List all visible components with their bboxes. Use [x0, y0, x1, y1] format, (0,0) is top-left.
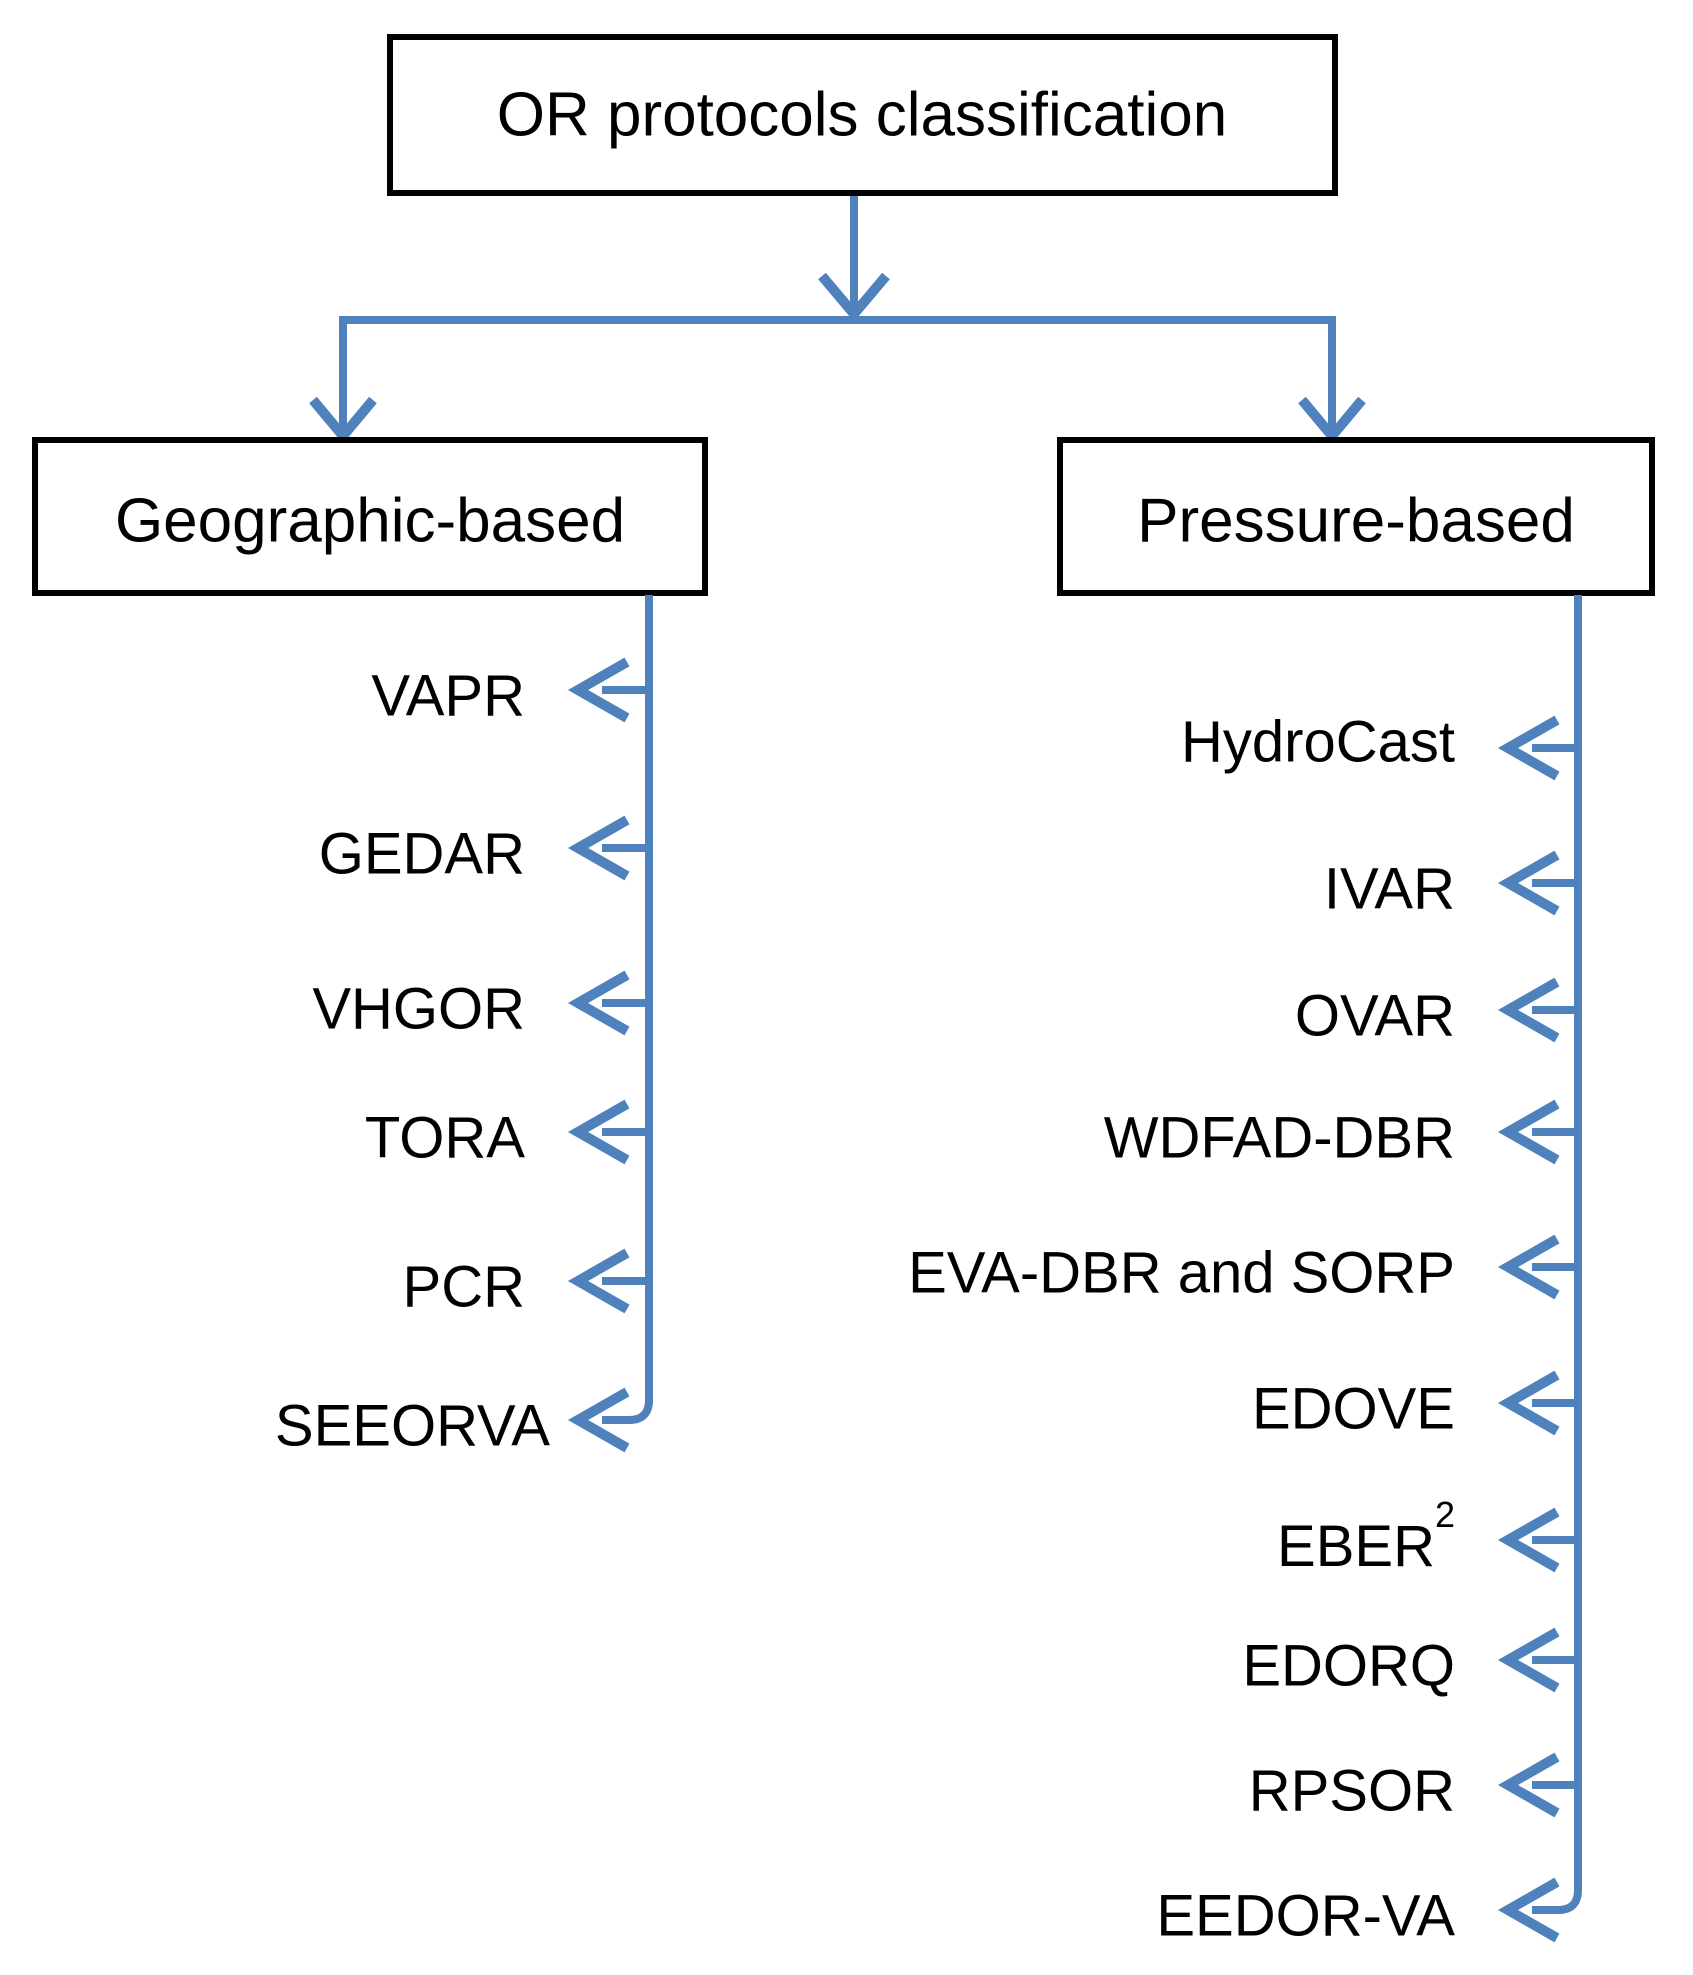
item-label-pcr: PCR: [403, 1255, 525, 1320]
left-arrowhead-icon: [1497, 977, 1560, 1043]
arrow-to-pcr: [567, 1248, 649, 1314]
root-node: OR protocols classification: [387, 34, 1338, 196]
left-arrowhead-icon: [567, 1099, 630, 1165]
geographic-trunk: [567, 595, 653, 1453]
branch-rail: [339, 316, 1336, 434]
item-label-eva-dbr-sorp: EVA-DBR and SORP: [908, 1241, 1455, 1306]
pressure-based-label: Pressure-based: [1137, 487, 1575, 556]
item-label-tora: TORA: [365, 1106, 525, 1171]
pressure-trunk-line: [1532, 595, 1582, 1914]
arrow-to-rpsor: [1497, 1752, 1578, 1818]
left-arrowhead-icon: [567, 815, 630, 881]
arrow-to-eva-dbr-sorp: [1497, 1234, 1578, 1300]
left-arrowhead-icon: [1497, 850, 1560, 916]
left-arrowhead-icon: [1497, 715, 1560, 781]
arrow-to-edorq: [1497, 1627, 1578, 1693]
item-label-vhgor: VHGOR: [312, 977, 525, 1042]
down-arrowhead-icon: [1298, 396, 1366, 444]
down-arrowhead-icon: [309, 396, 377, 444]
item-label-ivar: IVAR: [1324, 857, 1455, 922]
eber-superscript: 2: [1435, 1494, 1455, 1535]
arrow-to-tora: [567, 1099, 649, 1165]
arrow-to-eber2: [1497, 1507, 1578, 1573]
pressure-based-node: Pressure-based: [1057, 437, 1655, 596]
item-label-rpsor: RPSOR: [1249, 1759, 1455, 1824]
left-arrowhead-icon: [1497, 1877, 1560, 1943]
root-connector: [309, 196, 1366, 444]
arrow-to-vhgor: [567, 970, 649, 1036]
arrow-to-edove: [1497, 1370, 1578, 1436]
left-arrowhead-icon: [1497, 1370, 1560, 1436]
left-arrowhead-icon: [1497, 1627, 1560, 1693]
item-label-hydrocast: HydroCast: [1181, 710, 1455, 775]
geographic-based-label: Geographic-based: [115, 487, 625, 556]
item-label-vapr: VAPR: [371, 664, 525, 729]
arrow-to-hydrocast: [1497, 715, 1578, 781]
left-arrowhead-icon: [1497, 1507, 1560, 1573]
eber-base-text: EBER: [1277, 1514, 1435, 1579]
arrow-to-wdfad-dbr: [1497, 1099, 1578, 1165]
item-label-wdfad-dbr: WDFAD-DBR: [1104, 1106, 1455, 1171]
item-label-eedor-va: EEDOR-VA: [1156, 1884, 1455, 1949]
item-label-ovar: OVAR: [1295, 984, 1455, 1049]
left-arrowhead-icon: [1497, 1234, 1560, 1300]
geographic-based-node: Geographic-based: [32, 437, 708, 596]
left-arrowhead-icon: [1497, 1752, 1560, 1818]
arrow-to-gedar: [567, 815, 649, 881]
arrow-to-ovar: [1497, 977, 1578, 1043]
item-label-edove: EDOVE: [1252, 1377, 1455, 1442]
left-arrowhead-icon: [567, 970, 630, 1036]
down-arrowhead-icon: [818, 272, 890, 322]
root-box-label: OR protocols classification: [497, 81, 1228, 150]
arrow-to-ivar: [1497, 850, 1578, 916]
left-arrowhead-icon: [1497, 1099, 1560, 1165]
item-label-eber2: EBER2: [1277, 1494, 1455, 1579]
left-arrowhead-icon: [567, 1248, 630, 1314]
left-arrowhead-icon: [567, 1387, 630, 1453]
item-label-edorq: EDORQ: [1242, 1634, 1455, 1699]
item-label-seeorva: SEEORVA: [275, 1394, 550, 1459]
geographic-trunk-line: [602, 595, 653, 1424]
pressure-trunk: [1497, 595, 1582, 1943]
arrow-to-vapr: [567, 657, 649, 723]
root-box: [387, 34, 1338, 196]
geographic-based-box: [32, 437, 708, 596]
left-arrowhead-icon: [567, 657, 630, 723]
pressure-based-box: [1057, 437, 1655, 596]
item-label-gedar: GEDAR: [319, 822, 525, 887]
